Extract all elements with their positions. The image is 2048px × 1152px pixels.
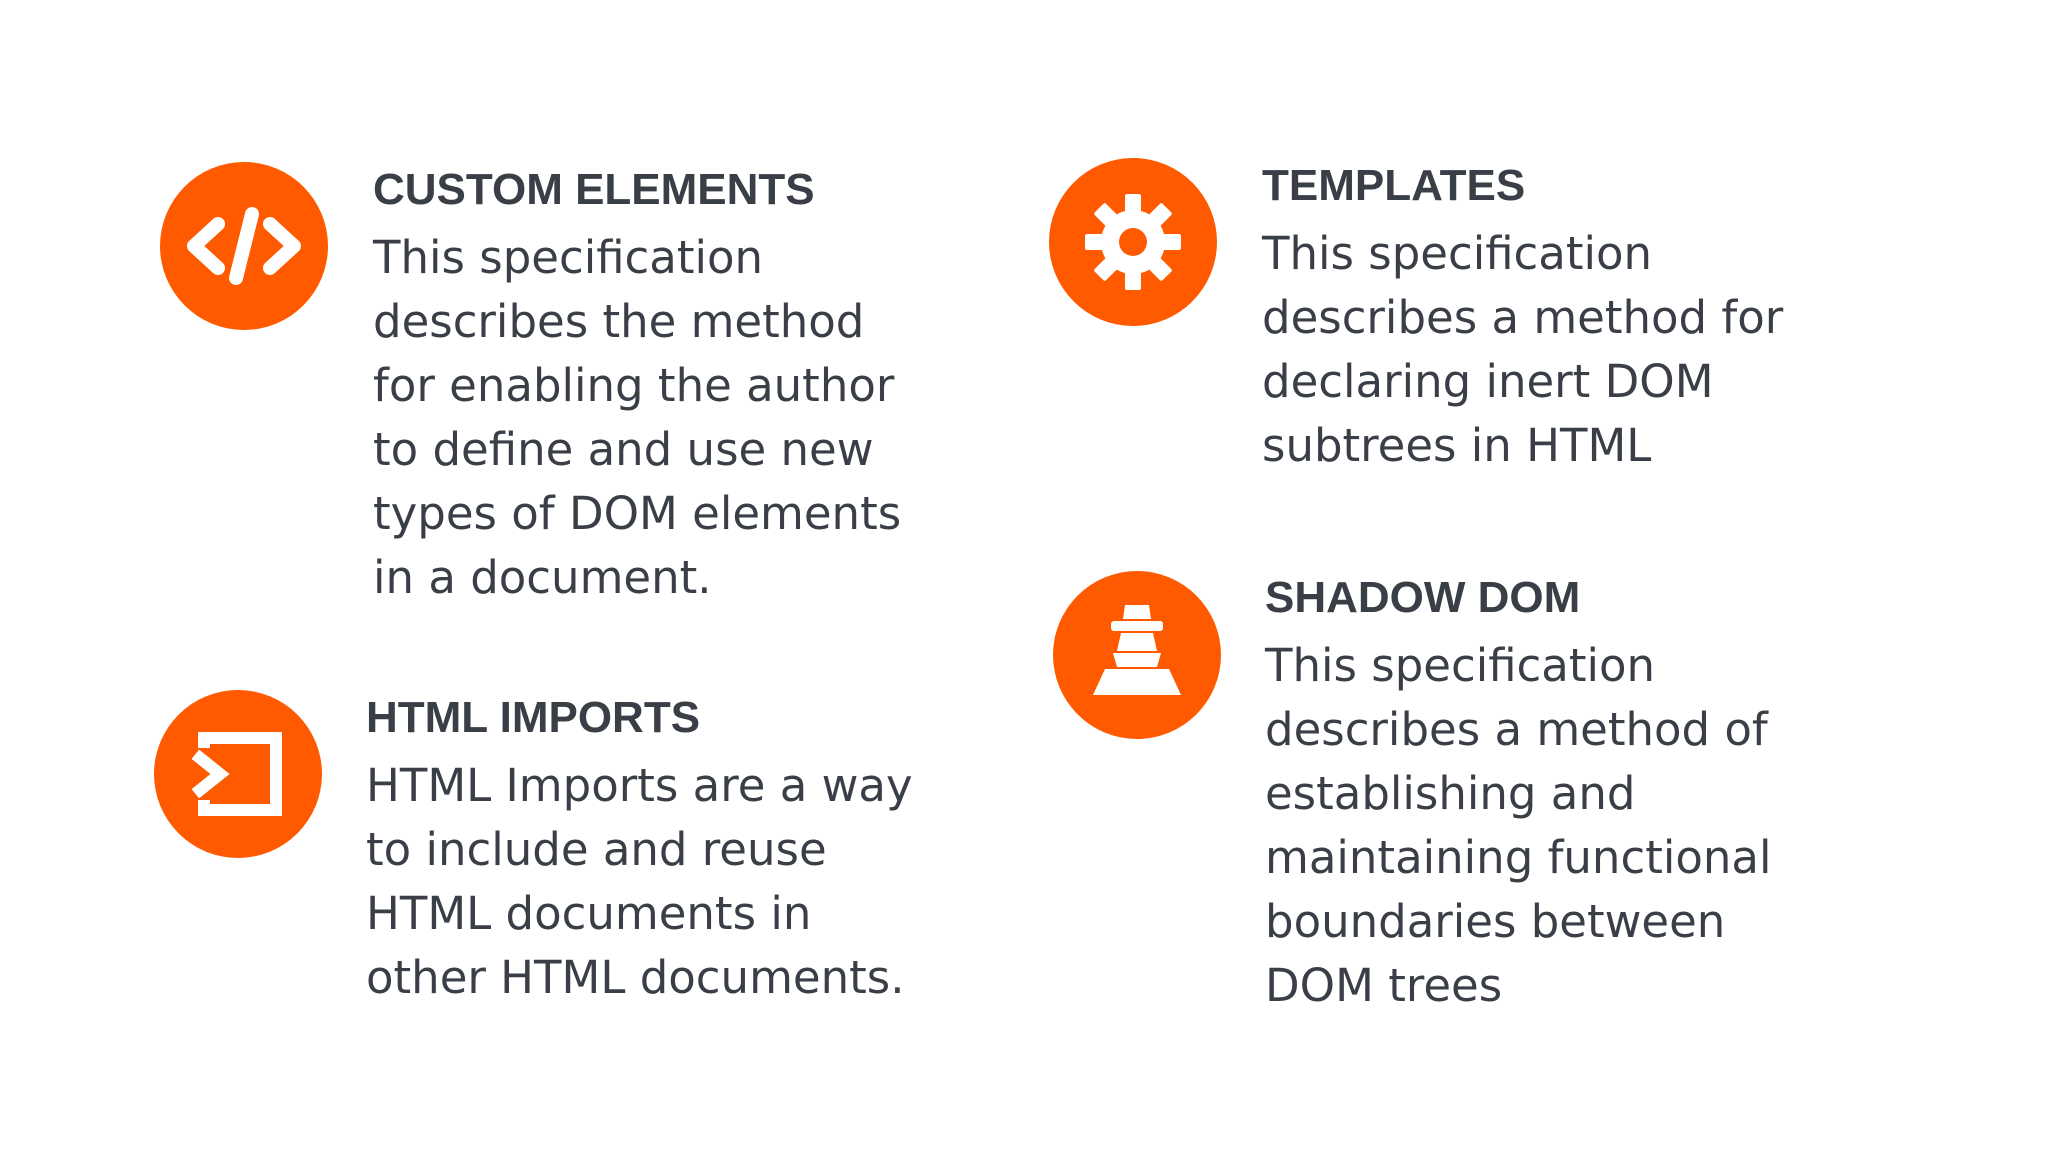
feature-description: HTML Imports are a way to include and re… — [366, 754, 913, 1010]
description-line: HTML Imports are a way — [366, 759, 913, 812]
description-line: This specification — [1262, 227, 1653, 280]
description-line: declaring inert DOM — [1262, 355, 1714, 408]
feature-text: SHADOW DOM This specification describes … — [1265, 572, 1771, 1018]
feature-text: HTML IMPORTS HTML Imports are a way to i… — [366, 692, 913, 1010]
feature-title: SHADOW DOM — [1265, 573, 1581, 622]
description-line: This specification — [1265, 639, 1656, 692]
feature-description: This specification describes a method fo… — [1262, 222, 1783, 478]
feature-text: TEMPLATES This specification describes a… — [1262, 160, 1783, 478]
description-line: types of DOM elements — [373, 487, 902, 540]
description-line: describes a method of — [1265, 703, 1768, 756]
spy-icon — [1053, 571, 1221, 739]
feature-description: This specification describes the method … — [373, 226, 901, 610]
feature-text: CUSTOM ELEMENTS This specification descr… — [373, 164, 901, 610]
description-line: to include and reuse — [366, 823, 827, 876]
code-brackets-icon — [160, 162, 328, 330]
description-line: subtrees in HTML — [1262, 419, 1652, 472]
import-icon — [154, 690, 322, 858]
description-line: boundaries between — [1265, 895, 1726, 948]
feature-title: HTML IMPORTS — [366, 693, 701, 742]
feature-title: TEMPLATES — [1262, 161, 1526, 210]
description-line: HTML documents in — [366, 887, 812, 940]
description-line: describes a method for — [1262, 291, 1784, 344]
description-line: for enabling the author — [373, 359, 895, 412]
description-line: to define and use new — [373, 423, 874, 476]
description-line: This specification — [373, 231, 764, 284]
gear-icon — [1049, 158, 1217, 326]
description-line: describes the method — [373, 295, 865, 348]
feature-title: CUSTOM ELEMENTS — [373, 165, 815, 214]
description-line: other HTML documents. — [366, 951, 905, 1004]
description-line: in a document. — [373, 551, 712, 604]
description-line: DOM trees — [1265, 959, 1503, 1012]
description-line: maintaining functional — [1265, 831, 1772, 884]
feature-description: This specification describes a method of… — [1265, 634, 1771, 1018]
description-line: establishing and — [1265, 767, 1636, 820]
